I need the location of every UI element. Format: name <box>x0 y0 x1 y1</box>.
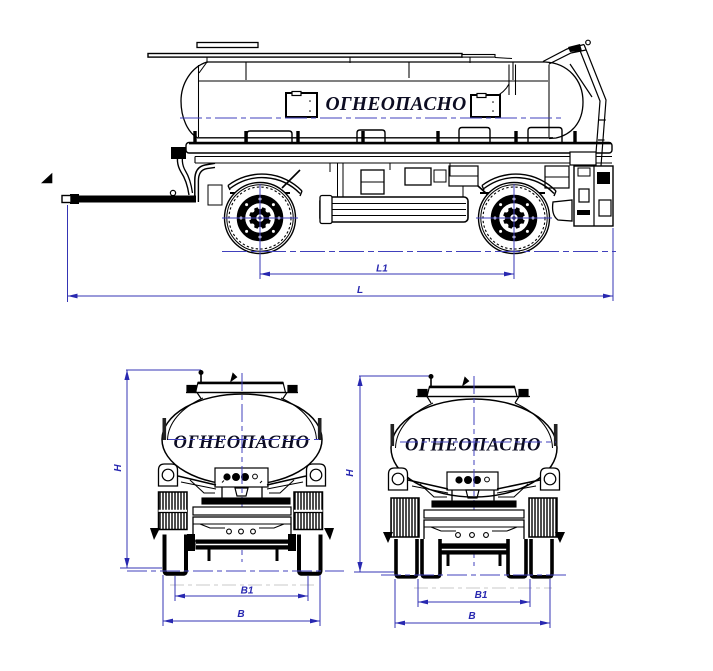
svg-text:ОГНЕОПАСНО: ОГНЕОПАСНО <box>325 94 466 115</box>
svg-text:ОГНЕОПАСНО: ОГНЕОПАСНО <box>174 433 310 453</box>
svg-text:B1: B1 <box>475 590 488 601</box>
svg-text:B: B <box>237 609 244 620</box>
svg-text:L1: L1 <box>376 264 388 275</box>
svg-text:L: L <box>357 285 363 296</box>
svg-text:H: H <box>345 469 356 477</box>
svg-text:ОГНЕОПАСНО: ОГНЕОПАСНО <box>405 436 541 456</box>
svg-text:H: H <box>113 464 124 472</box>
svg-text:B: B <box>468 611 475 622</box>
svg-text:B1: B1 <box>241 586 254 597</box>
